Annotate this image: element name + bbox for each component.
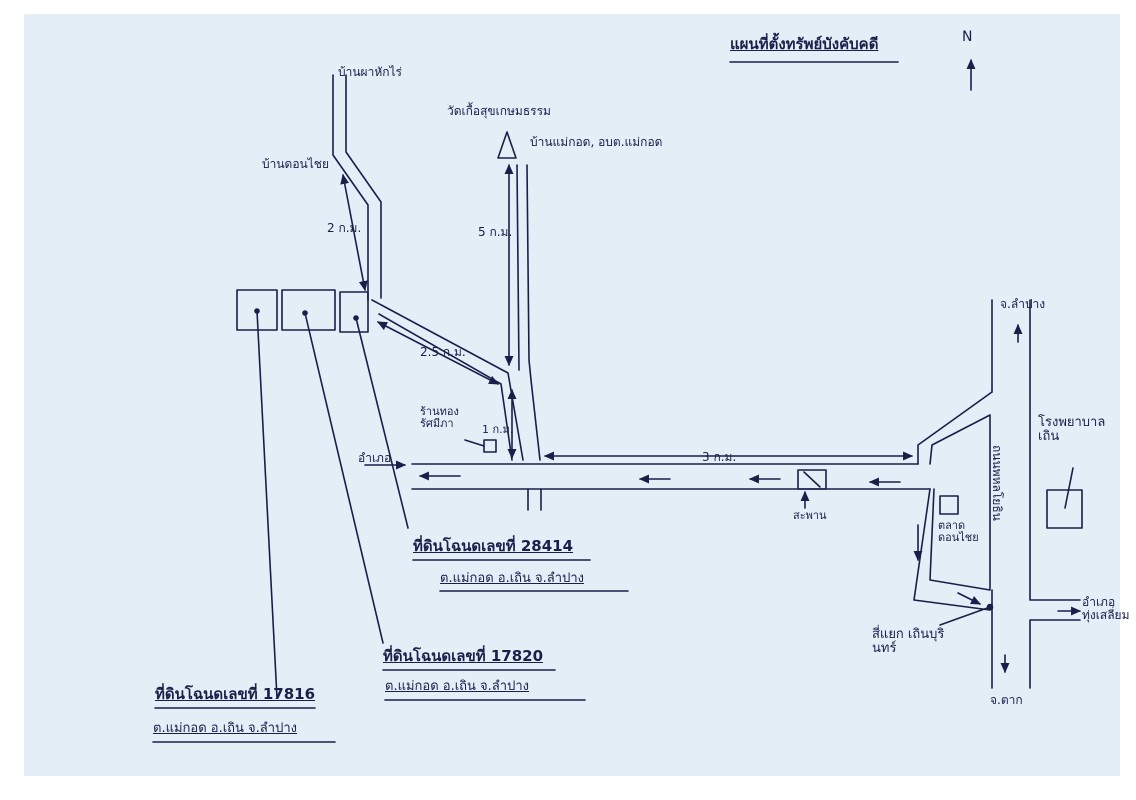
dist-2km-arrow	[340, 173, 368, 292]
road-northwest-edge	[345, 74, 382, 299]
label-dist-1km: 1 ก.ม.	[482, 423, 514, 436]
bridge-hatch	[803, 471, 821, 488]
road-northwest	[332, 74, 369, 301]
label-market: ตลาด ดอนไชย	[938, 519, 979, 545]
paper-background	[24, 14, 1120, 776]
label-dist-3km: 3 ก.ม.	[702, 450, 737, 464]
leader-17816	[256, 310, 278, 699]
label-bridge: สะพาน	[793, 509, 827, 522]
road-wedge-inner	[929, 414, 991, 591]
traffic-arrow-5	[957, 592, 982, 605]
label-amphoe-right: อำเภอ ทุ่งเสลี่ยม	[1082, 595, 1130, 623]
label-junction: สี่แยก เถินบุรินทร์	[872, 627, 945, 657]
road-diagonal-edge	[378, 313, 513, 461]
leader-17820	[304, 312, 384, 644]
label-dist-5km: 5 ก.ม.	[478, 225, 513, 239]
bridge-box	[797, 469, 827, 490]
parcel-17816-sub: ต.แม่กอด อ.เถิน จ.ลำปาง	[153, 721, 297, 736]
shop-box	[483, 439, 497, 453]
north-label: N	[962, 29, 973, 45]
label-hospital: โรงพยาบาล เถิน	[1038, 415, 1106, 445]
parcel-17820-sub: ต.แม่กอด อ.เถิน จ.ลำปาง	[385, 679, 529, 694]
road-south-stub	[527, 488, 542, 511]
parcel-28414	[339, 291, 369, 333]
parcel-17816-title: ที่ดินโฉนดเลขที่ 17816	[155, 685, 316, 703]
parcel-17816	[236, 289, 278, 331]
label-dist-2km: 2 ก.ม.	[327, 221, 362, 235]
map-title: แผนที่ตั้งทรัพย์บังคับคดี	[730, 35, 879, 53]
shop-leader	[464, 439, 485, 447]
hospital-leader	[1064, 467, 1074, 509]
hospital-box	[1046, 489, 1083, 529]
leader-28414	[355, 317, 409, 529]
temple-icon	[497, 131, 517, 159]
road-wedge-outer	[913, 391, 993, 611]
market-box	[939, 495, 959, 515]
road-phahonyothin-right	[1029, 299, 1081, 689]
label-ban-don-chai: บ้านดอนไชย	[262, 157, 329, 171]
label-dist-2-5km: 2.5 ก.ม.	[420, 345, 466, 359]
parcel-17820	[281, 289, 336, 331]
label-amphoe-left: อำเภอ	[358, 451, 392, 465]
label-road-phahonyothin: ถนนพหลโยธิน	[990, 445, 1004, 521]
label-ban-mae-kot: บ้านแม่กอด, อบต.แม่กอด	[530, 135, 663, 149]
dist-2-5km-arrow	[377, 321, 499, 385]
label-to-lampang: จ.ลำปาง	[1000, 297, 1046, 311]
label-to-tak: จ.ตาก	[990, 693, 1023, 707]
parcel-17820-title: ที่ดินโฉนดเลขที่ 17820	[383, 647, 544, 665]
label-shop: ร้านทอง รัศมีภา	[420, 405, 459, 431]
label-ban-pa-hok-rai: บ้านผาหักไร่	[338, 65, 402, 79]
label-wat: วัดเกื้อสุขเกษมธรรม	[447, 104, 551, 118]
road-north-edge	[526, 164, 541, 461]
junction-leader	[939, 606, 991, 626]
parcel-28414-title: ที่ดินโฉนดเลขที่ 28414	[413, 537, 574, 555]
road-north	[516, 164, 520, 371]
parcel-28414-sub: ต.แม่กอด อ.เถิน จ.ลำปาง	[440, 571, 584, 586]
